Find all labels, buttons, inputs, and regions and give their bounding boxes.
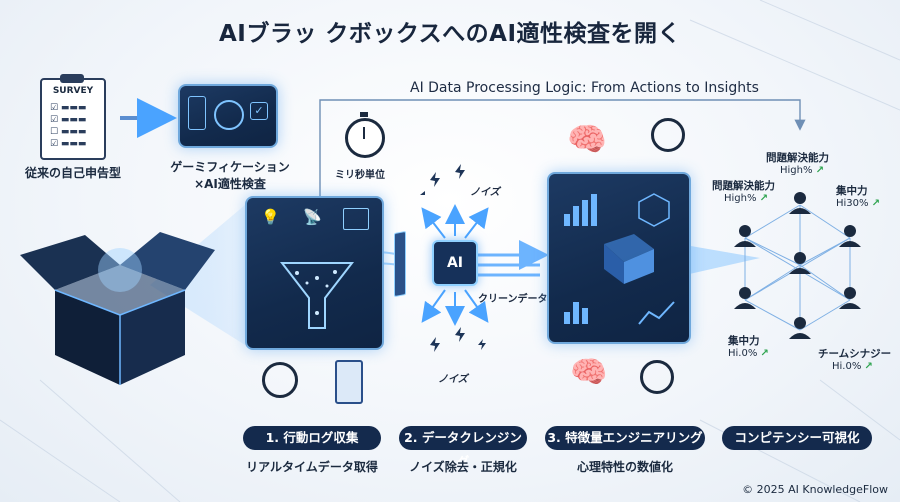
person-value: Hi30%	[836, 198, 869, 209]
magnifier-chart-icon	[640, 360, 674, 394]
server-icon	[343, 208, 369, 230]
game-caption-line1: ゲーミフィケーション	[170, 160, 290, 174]
people-icons	[734, 192, 861, 339]
survey-caption: 従来の自己申告型	[24, 166, 121, 180]
person-icon	[789, 252, 811, 274]
person-label-1: 問題解決能力 High% ↗	[766, 152, 829, 176]
filter-icon	[394, 230, 406, 298]
person-value: Hi.0%	[728, 348, 758, 359]
people-network-lines	[744, 204, 851, 331]
bar-chart-icon	[564, 194, 597, 226]
brain-gear-icon: 🧠	[567, 120, 607, 158]
step-1-caption: リアルタイムデータ取得	[246, 460, 378, 474]
hexagon-icon	[638, 193, 670, 227]
step-2-caption: ノイズ除去・正規化	[409, 460, 517, 474]
analytics-graphics	[564, 193, 675, 325]
person-name: 集中力	[836, 185, 868, 197]
game-caption: ゲーミフィケーション ×AI適性検査	[160, 158, 300, 192]
clean-data-label: クリーンデータ	[478, 294, 548, 305]
line-chart-icon	[638, 301, 675, 325]
noise-arrows	[421, 204, 489, 326]
step-2-pill: 2. データクレンジング	[399, 426, 527, 469]
survey-clipboard-icon: SURVEY ☑ ▬▬▬☑ ▬▬▬☐ ▬▬▬☑ ▬▬▬	[40, 74, 106, 160]
magnifier-chart-icon	[651, 118, 685, 152]
game-caption-line2: ×AI適性検査	[194, 177, 266, 191]
diagram-subtitle: AI Data Processing Logic: From Actions t…	[410, 80, 759, 96]
noise-top-label: ノイズ	[470, 187, 500, 198]
server-stack-icon	[335, 360, 363, 404]
output-beam	[685, 245, 760, 275]
page-title: AIブラッ クボックスへのAI適性検査を開く	[218, 21, 682, 47]
top-connector-line	[319, 99, 806, 205]
stopwatch-icon	[345, 112, 385, 158]
person-label-5: チームシナジー Hi.0% ↗	[818, 348, 892, 372]
lightbulb-icon: 💡	[261, 208, 280, 226]
signal-icon: 📡	[303, 208, 322, 226]
person-label-2: 問題解決能力 High% ↗	[712, 180, 775, 204]
funnel-icon	[279, 262, 355, 329]
person-icon	[734, 225, 756, 247]
ai-chip-icon: AI	[432, 240, 478, 286]
stopwatch-icon	[262, 362, 298, 398]
person-value: High%	[780, 165, 813, 176]
step-4-pill: コンピテンシー可視化	[722, 426, 872, 450]
person-name: チームシナジー	[818, 348, 892, 360]
person-icon	[839, 287, 861, 309]
person-name: 集中力	[728, 335, 760, 347]
noise-bottom-label: ノイズ	[438, 374, 468, 385]
person-icon	[839, 225, 861, 247]
cube-icon	[604, 234, 654, 262]
feature-engineering-panel	[547, 172, 691, 344]
person-name: 問題解決能力	[766, 152, 829, 164]
person-value: High%	[724, 193, 757, 204]
bar-chart-icon	[564, 302, 588, 324]
log-collection-panel: 💡 📡	[245, 196, 384, 350]
person-name: 問題解決能力	[712, 180, 775, 192]
head-gears-icon: 🧠	[570, 355, 608, 390]
person-icon	[789, 317, 811, 339]
person-icon	[789, 192, 811, 214]
noise-spark-icons	[420, 164, 486, 352]
step-3-pill: 3. 特徴量エンジニアリング	[545, 426, 705, 450]
game-monitor-icon: ✓	[178, 84, 278, 148]
step-3-caption: 心理特性の数値化	[576, 460, 673, 474]
person-value: Hi.0%	[832, 361, 862, 372]
black-box-cube	[20, 232, 215, 385]
stopwatch-label: ミリ秒単位	[335, 170, 385, 181]
copyright-footer: © 2025 AI KnowledgeFlow	[742, 483, 888, 496]
person-label-4: 集中力 Hi.0% ↗	[728, 335, 769, 359]
step-1-pill: 1. 行動ログ収集	[243, 426, 381, 450]
survey-label: SURVEY	[52, 86, 94, 96]
person-icon	[734, 287, 756, 309]
light-beam	[150, 205, 245, 345]
person-label-3: 集中力 Hi30% ↗	[836, 185, 881, 209]
